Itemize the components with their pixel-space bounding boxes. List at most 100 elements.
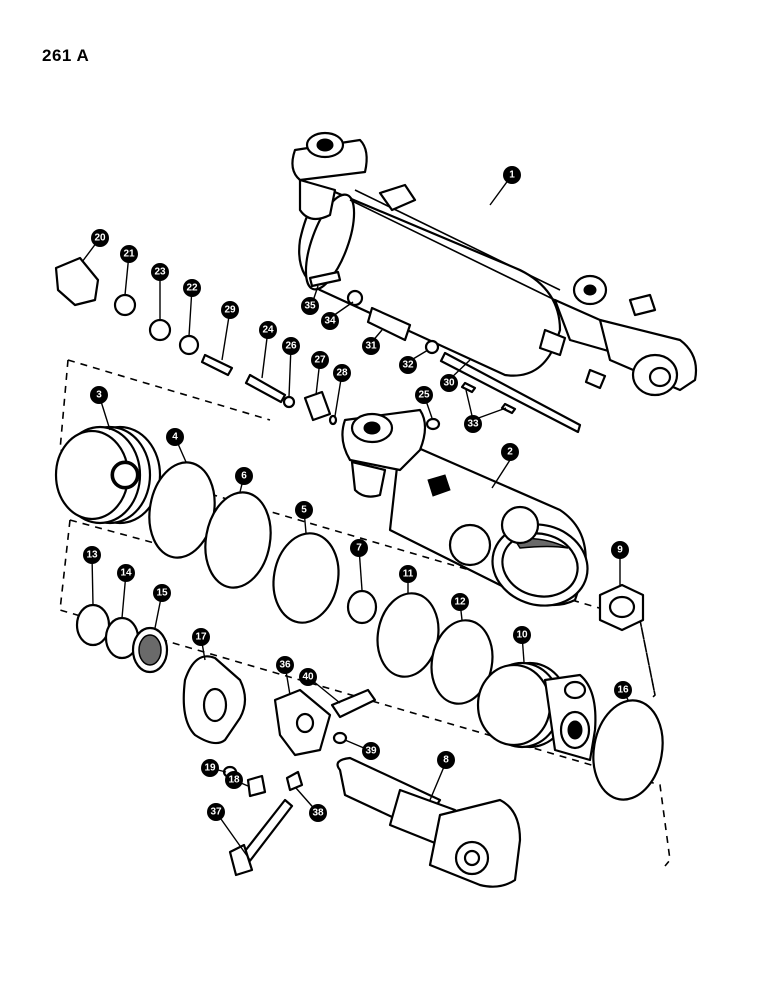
svg-text:2: 2 (507, 447, 513, 458)
svg-text:31: 31 (365, 341, 377, 352)
washer-32 (424, 339, 440, 355)
seal-15-inner (138, 634, 162, 666)
svg-text:38: 38 (312, 808, 324, 819)
washer-23 (148, 318, 172, 342)
nut-34 (346, 289, 364, 307)
cylinder-tube (341, 408, 589, 607)
backup-ring-12 (430, 619, 494, 705)
callout-26: 26 (282, 337, 300, 355)
callout-28: 28 (333, 364, 351, 382)
svg-text:30: 30 (443, 378, 455, 389)
bolt-35 (308, 270, 342, 288)
o-ring-6 (204, 491, 272, 589)
bracket-hole (202, 687, 228, 723)
svg-text:9: 9 (617, 545, 623, 556)
callout-23: 23 (151, 263, 169, 281)
callout-31: 31 (362, 337, 380, 355)
callout-14: 14 (117, 564, 135, 582)
pin-33b (500, 402, 517, 415)
svg-text:33: 33 (467, 419, 479, 430)
fitting-20 (54, 256, 100, 307)
clamp-block-hole (295, 712, 315, 734)
callout-5: 5 (295, 501, 313, 519)
svg-text:36: 36 (279, 660, 291, 671)
callout-37: 37 (207, 803, 225, 821)
callout-32: 32 (399, 356, 417, 374)
callout-22: 22 (183, 279, 201, 297)
nut-38 (285, 770, 304, 792)
callout-10: 10 (513, 626, 531, 644)
svg-text:35: 35 (304, 301, 316, 312)
svg-text:28: 28 (336, 368, 348, 379)
callout-40: 40 (299, 668, 317, 686)
o-ring-7 (346, 589, 378, 625)
svg-text:6: 6 (241, 471, 247, 482)
wiper-ring-16 (592, 699, 664, 801)
callout-3: 3 (90, 386, 108, 404)
callout-4: 4 (166, 428, 184, 446)
pin-40 (330, 688, 377, 719)
svg-text:16: 16 (617, 685, 629, 696)
svg-text:5: 5 (301, 505, 307, 516)
svg-text:12: 12 (454, 597, 466, 608)
svg-text:32: 32 (402, 360, 414, 371)
callout-25: 25 (415, 386, 433, 404)
bolt-37-head (228, 843, 254, 877)
callout-15: 15 (153, 584, 171, 602)
svg-text:23: 23 (154, 267, 166, 278)
callout-34: 34 (321, 312, 339, 330)
svg-text:3: 3 (96, 390, 102, 401)
callout-9: 9 (611, 541, 629, 559)
plug-27 (303, 390, 332, 422)
callout-38: 38 (309, 804, 327, 822)
callout-30: 30 (440, 374, 458, 392)
group-outline-lower (59, 519, 671, 867)
page-number: 261 A (42, 46, 90, 65)
svg-text:1: 1 (509, 170, 515, 181)
svg-text:19: 19 (204, 763, 216, 774)
svg-text:4: 4 (172, 432, 178, 443)
callout-8: 8 (437, 751, 455, 769)
svg-text:22: 22 (186, 283, 198, 294)
callout-17: 17 (192, 628, 210, 646)
piston (54, 425, 162, 525)
callout-21: 21 (120, 245, 138, 263)
callout-18: 18 (225, 771, 243, 789)
ball-28 (328, 414, 338, 426)
svg-text:29: 29 (224, 305, 236, 316)
spring-31 (366, 306, 412, 342)
callout-11: 11 (399, 565, 417, 583)
bolt-18 (246, 774, 267, 798)
washer-39 (332, 731, 348, 745)
svg-text:34: 34 (324, 316, 336, 327)
svg-text:15: 15 (156, 588, 168, 599)
callout-33: 33 (464, 415, 482, 433)
callout-16: 16 (614, 681, 632, 699)
svg-text:27: 27 (314, 355, 326, 366)
callout-13: 13 (83, 546, 101, 564)
svg-text:40: 40 (302, 672, 314, 683)
svg-text:37: 37 (210, 807, 222, 818)
piston-rod (336, 756, 522, 888)
callout-39: 39 (362, 742, 380, 760)
svg-text:21: 21 (123, 249, 135, 260)
spring-29 (200, 353, 234, 377)
check-valve-24 (244, 373, 287, 404)
svg-text:39: 39 (365, 746, 377, 757)
rod-30 (439, 351, 582, 434)
callout-19: 19 (201, 759, 219, 777)
group-outline-upper-2 (67, 359, 271, 421)
callout-7: 7 (350, 539, 368, 557)
callout-6: 6 (235, 467, 253, 485)
nut-25 (425, 417, 441, 431)
callout-24: 24 (259, 321, 277, 339)
callout-1: 1 (503, 166, 521, 184)
svg-text:10: 10 (516, 630, 528, 641)
cylinder-head (476, 661, 597, 762)
svg-text:14: 14 (120, 568, 132, 579)
callout-20: 20 (91, 229, 109, 247)
svg-text:11: 11 (403, 569, 414, 580)
svg-text:7: 7 (356, 543, 362, 554)
pin-33a (460, 381, 477, 394)
